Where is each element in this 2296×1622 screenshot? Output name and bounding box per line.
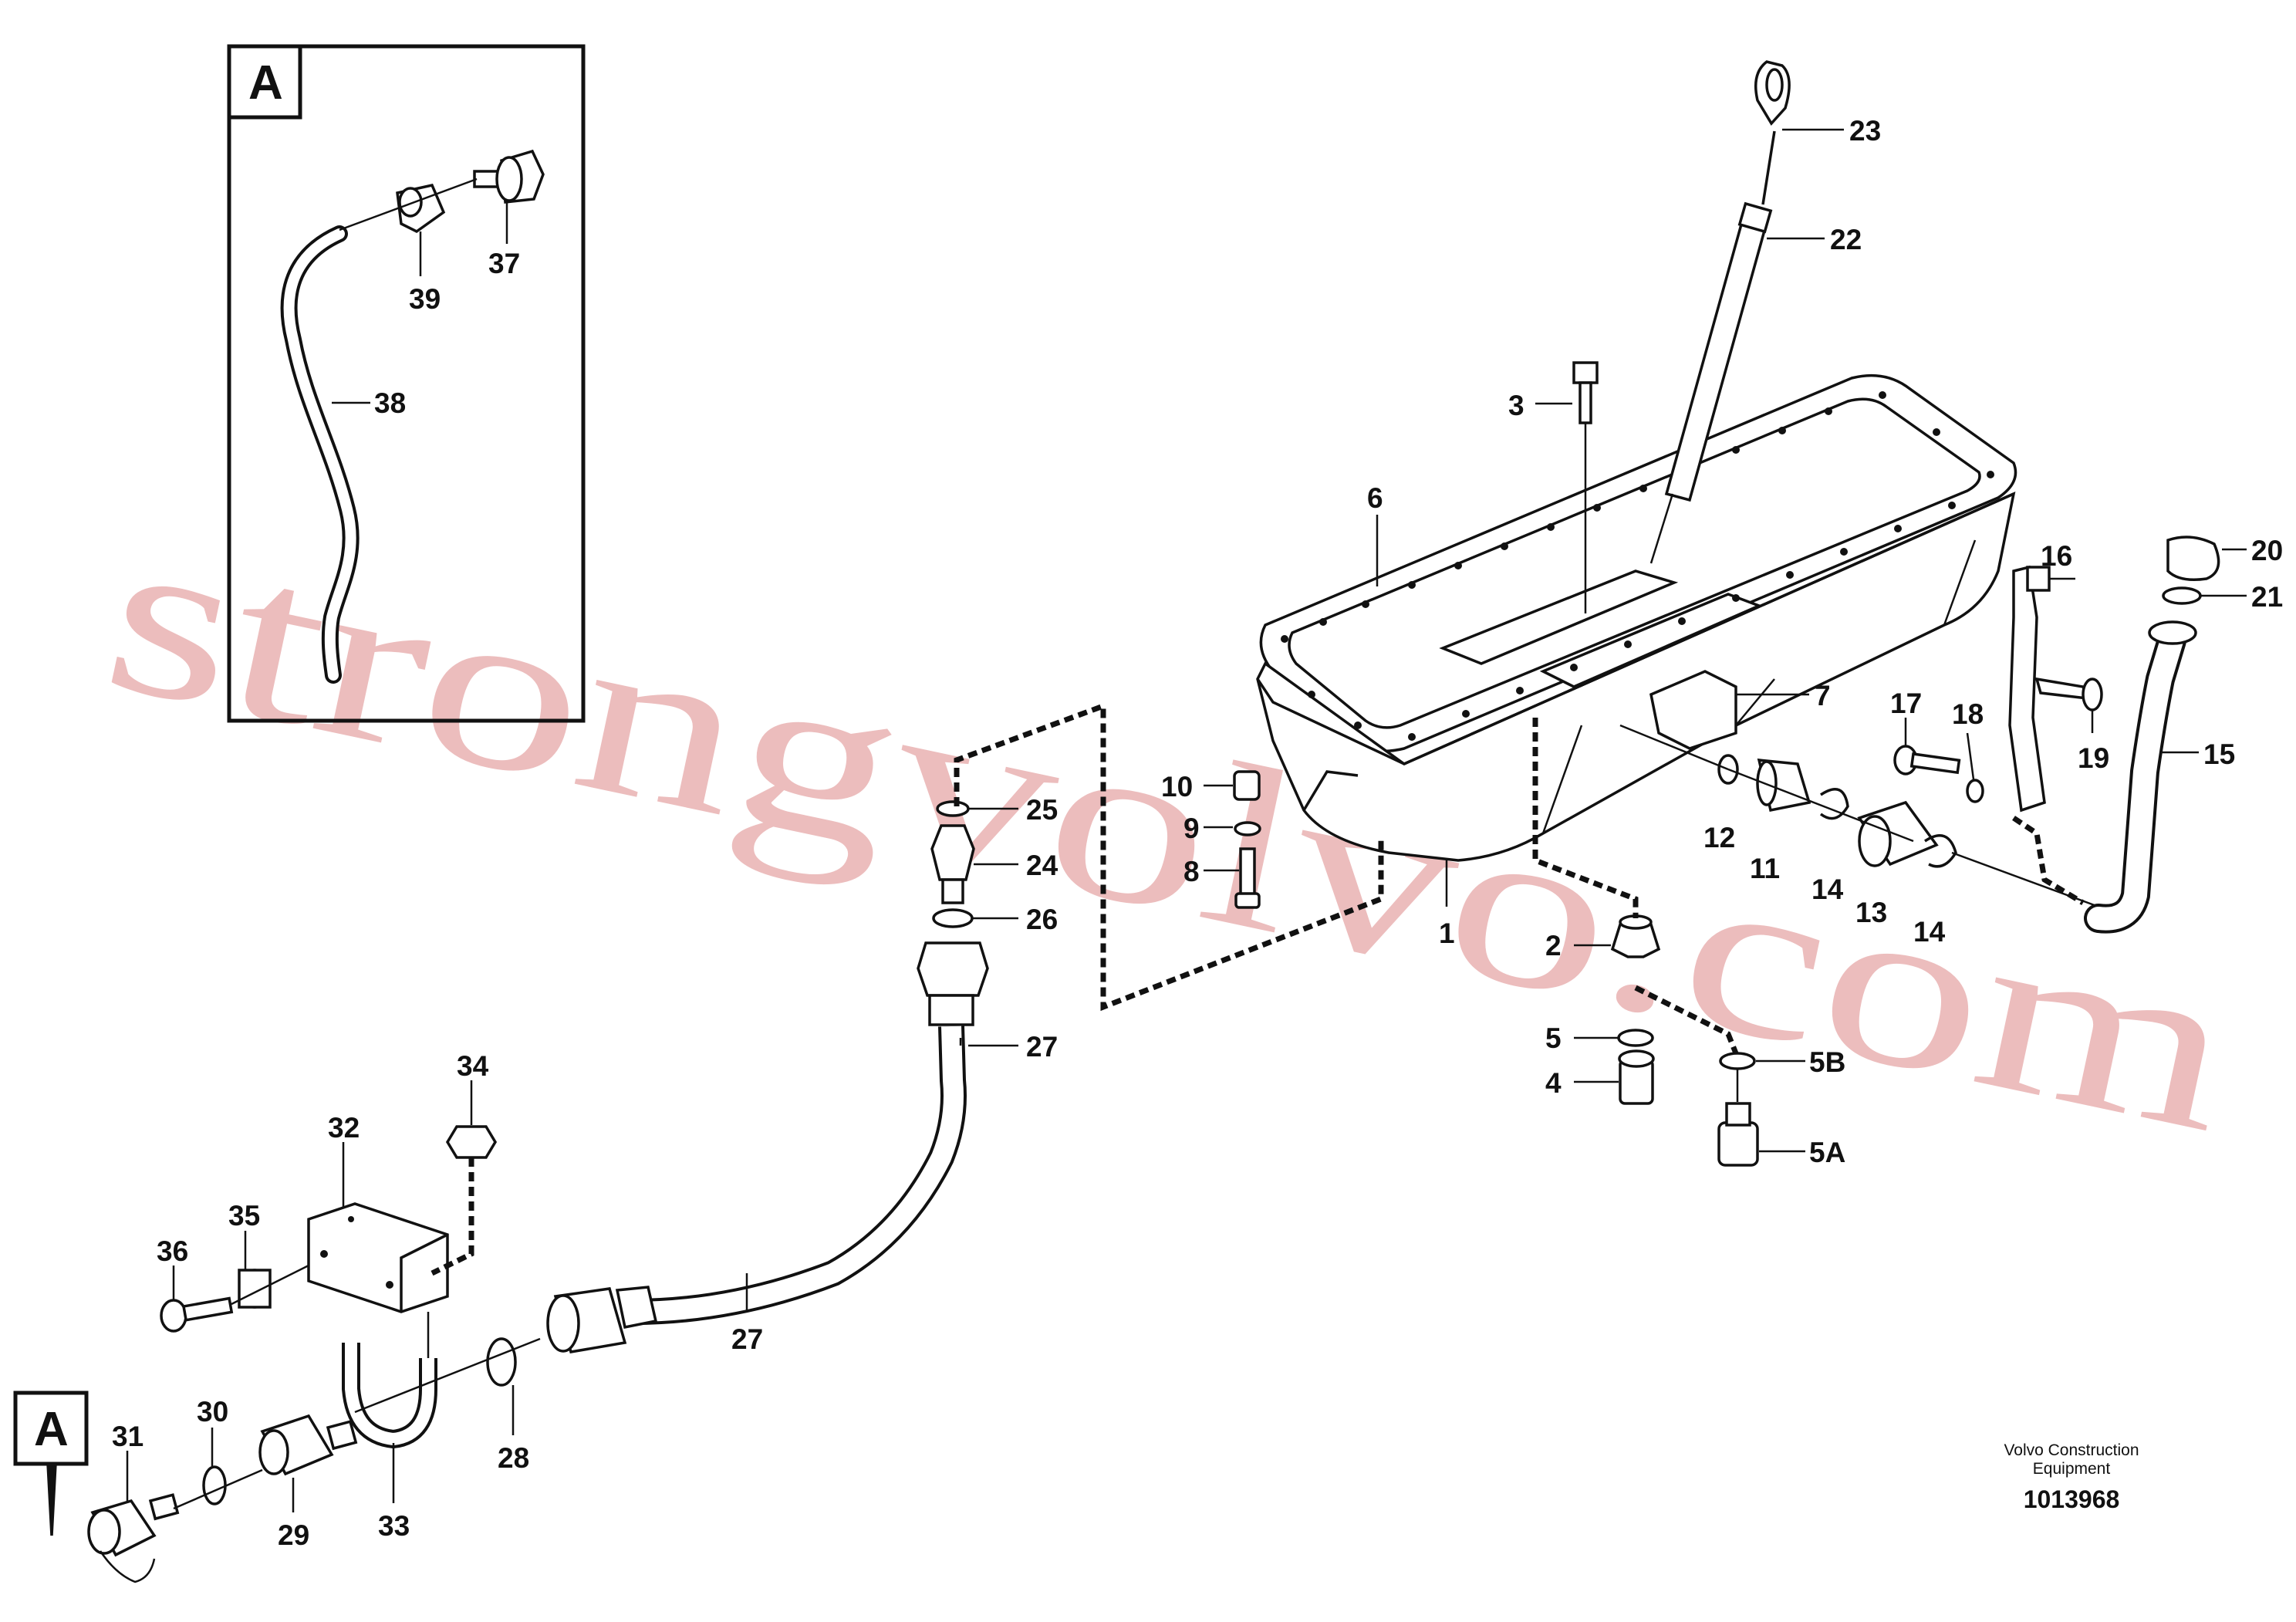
callout-14-right: 14 [1913,916,1946,948]
callout-12: 12 [1703,822,1735,853]
callout-30: 30 [197,1396,228,1428]
callout-38: 38 [374,387,406,419]
callout-34: 34 [457,1050,489,1082]
callout-3: 3 [1508,390,1524,421]
callout-22: 22 [1830,224,1862,255]
callout-35: 35 [228,1200,260,1232]
washer-25 [936,800,970,817]
document-number: 1013968 [2024,1485,2120,1513]
reference-marker-letter: A [34,1403,69,1456]
callout-19: 19 [2078,742,2109,774]
callout-37: 37 [488,248,520,279]
callout-16: 16 [2041,540,2072,572]
publisher-line-2: Equipment [2033,1460,2111,1478]
callout-32: 32 [328,1112,360,1144]
test-fitting-assembly: A [13,1391,358,1583]
callout-14-left: 14 [1811,874,1844,905]
callout-20: 20 [2251,535,2283,566]
plug-5A [1717,1121,1759,1167]
callout-labels: 23 22 3 6 16 20 21 7 17 18 19 15 10 9 8 … [112,115,2283,1551]
hose-fitting-assembly [486,701,1739,1435]
fill-pipe-assembly [1619,536,2247,934]
publisher-line-1: Volvo Construction [2004,1441,2139,1459]
callout-1: 1 [1439,917,1455,949]
nut-34 [445,1125,498,1159]
callout-5B: 5B [1809,1046,1845,1078]
callout-23: 23 [1849,115,1881,147]
callout-24: 24 [1026,850,1059,881]
clamp-14-left [1819,787,1849,820]
washer-5B [1719,1052,1756,1070]
callout-5: 5 [1545,1022,1562,1054]
callout-36: 36 [157,1235,188,1267]
hose-nut-27 [917,941,989,997]
bracket-7 [1649,670,1737,750]
detail-view-letter: A [248,56,283,110]
oil-pan-assembly [1256,361,2017,907]
callout-27-upper: 27 [1026,1031,1058,1063]
callout-17: 17 [1890,688,1922,719]
washer-5 [1617,1029,1654,1047]
callout-25: 25 [1026,794,1058,826]
callout-2: 2 [1545,930,1562,961]
dipstick-23 [1761,130,1776,205]
bolt-19 [2034,677,2089,701]
callout-21: 21 [2251,581,2283,613]
callout-9: 9 [1183,813,1200,844]
mount-hardware-8-10 [1204,770,1261,909]
callout-33: 33 [378,1510,410,1542]
washer-30 [202,1465,227,1505]
gasket-21 [2162,586,2202,605]
callout-31: 31 [112,1421,144,1452]
callout-6: 6 [1367,482,1383,514]
clamp-14-right [1924,833,1957,868]
hose-27 [632,1026,967,1325]
callout-11: 11 [1750,853,1780,884]
callout-28: 28 [498,1442,529,1474]
callout-29: 29 [278,1519,309,1551]
callout-39: 39 [409,283,441,315]
callout-26: 26 [1026,904,1058,935]
callout-15: 15 [2203,738,2235,770]
callout-10: 10 [1161,771,1193,803]
callout-18: 18 [1952,698,1984,730]
bolt-8 [1239,847,1256,897]
footer: Volvo Construction Equipment 1013968 [2004,1441,2139,1513]
detail-view-a: A 37 39 38 [227,44,586,723]
oil-pan-1 [1256,492,2016,862]
washer-26 [932,908,974,928]
bolt-3 [1572,361,1599,384]
adapter-24 [930,824,975,881]
callout-7: 7 [1815,680,1831,711]
spacer-10 [1233,770,1261,801]
callout-5A: 5A [1809,1137,1845,1168]
bracket-32 [307,1202,449,1313]
callout-27-lower: 27 [731,1323,763,1355]
dipstick-assembly [1649,60,1844,564]
cap-20 [2166,536,2220,581]
bolt-36 [160,1299,187,1333]
bracket-assembly [160,1080,541,1503]
callout-4: 4 [1545,1067,1562,1099]
washer-18 [1966,779,1984,803]
washer-28 [486,1337,517,1387]
callout-13: 13 [1855,897,1887,928]
callout-8: 8 [1183,856,1200,887]
